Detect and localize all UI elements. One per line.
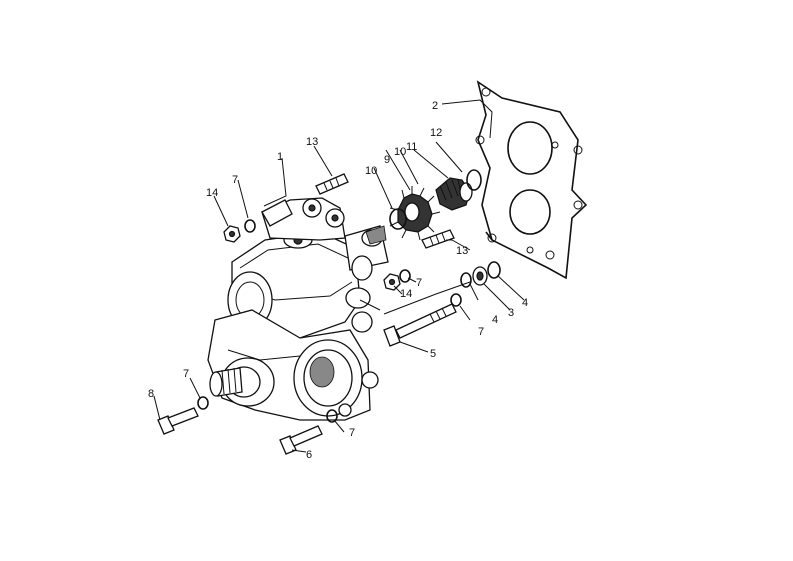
washer-7-bolt5	[450, 293, 462, 307]
callout-4b: 4	[522, 297, 528, 309]
gasket-plate	[475, 80, 588, 280]
callout-5: 5	[430, 348, 436, 360]
washer-4-left	[460, 272, 472, 288]
bolt-8	[157, 407, 199, 435]
washer-7-top	[244, 219, 256, 233]
bolt-6	[279, 425, 323, 455]
nut-14-right	[383, 273, 401, 291]
callout-14b: 14	[400, 288, 412, 300]
callout-7e: 7	[183, 368, 189, 380]
washer-4-right	[487, 261, 501, 279]
callout-1: 1	[277, 151, 283, 163]
gear-9	[389, 186, 441, 241]
callout-10a: 10	[394, 146, 406, 158]
washer-7-right	[399, 269, 411, 283]
callout-9: 9	[384, 154, 390, 166]
bushing-3	[472, 266, 488, 286]
callout-13a: 13	[306, 136, 318, 148]
callout-6: 6	[306, 449, 312, 461]
callout-12: 12	[430, 127, 442, 139]
seal-ring-10a	[389, 208, 407, 230]
callout-11: 11	[406, 141, 417, 153]
leader-lines	[153, 99, 525, 453]
washer-7-bolt8	[197, 396, 209, 410]
washer-7-bolt6	[326, 409, 338, 423]
callout-7a: 7	[232, 174, 238, 186]
callout-4a: 4	[492, 314, 498, 326]
stud-13-right	[421, 229, 455, 249]
callout-8: 8	[148, 388, 154, 400]
stud-13-top	[315, 173, 349, 195]
callout-labels: 2 12 11 10 9 10 13 1 7 14 13 7 14 4 3 4 …	[148, 100, 528, 461]
callout-10b: 10	[365, 165, 377, 177]
callout-2: 2	[432, 100, 438, 112]
pump-housing	[207, 197, 389, 421]
callout-7c: 7	[478, 326, 484, 338]
callout-13b: 13	[456, 245, 468, 257]
callout-7d: 7	[349, 427, 355, 439]
callout-14a: 14	[206, 187, 218, 199]
callout-3: 3	[508, 307, 514, 319]
nut-14-left	[223, 225, 241, 243]
callout-7b: 7	[416, 277, 422, 289]
seal-ring-12	[466, 169, 482, 191]
bolt-5	[383, 303, 457, 347]
